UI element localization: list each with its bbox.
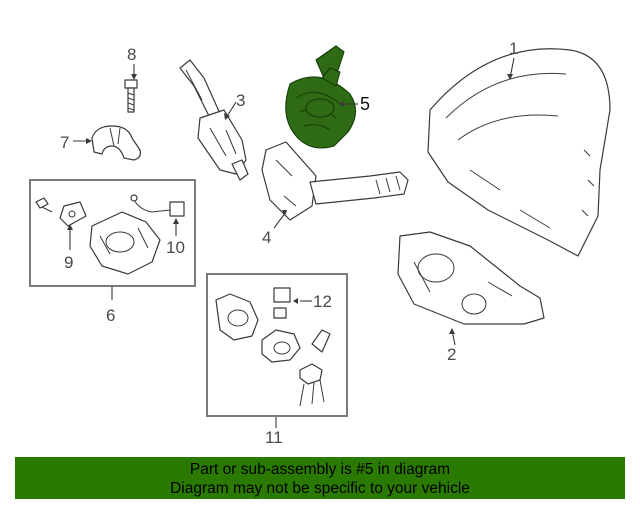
callout-5: 5 — [360, 94, 370, 114]
assembly-box-6 — [29, 179, 196, 287]
part-6-lock-housing[interactable] — [89, 211, 161, 275]
callout-7: 7 — [60, 133, 69, 152]
callout-4: 4 — [262, 228, 271, 247]
callout-1: 1 — [509, 39, 518, 58]
part-10-connector[interactable] — [130, 194, 185, 217]
part-8-bolt[interactable] — [124, 79, 138, 113]
callout-12: 12 — [313, 292, 332, 311]
part-2-lower-cover[interactable] — [397, 231, 545, 325]
part-5-clock-spring[interactable] — [285, 45, 357, 149]
callout-3: 3 — [236, 91, 245, 110]
part-12-switch-connector[interactable] — [273, 287, 291, 319]
part-3-combination-switch[interactable] — [179, 59, 249, 181]
assembly-box-11 — [206, 273, 348, 417]
info-banner: Part or sub-assembly is #5 in diagram Di… — [15, 457, 625, 499]
part-7-clip[interactable] — [91, 125, 141, 161]
parts-diagram: 8 7 3 5 1 4 — [29, 39, 611, 447]
part-1-upper-cover[interactable] — [427, 48, 611, 257]
banner-line-1: Part or sub-assembly is #5 in diagram — [189, 461, 451, 478]
part-4-light-switch[interactable] — [261, 141, 409, 221]
callout-10: 10 — [166, 238, 185, 257]
callout-11: 11 — [265, 428, 283, 447]
part-11-lock-cylinder[interactable] — [215, 293, 301, 363]
banner-line-2: Diagram may not be specific to your vehi… — [170, 480, 470, 497]
callout-9: 9 — [64, 253, 73, 272]
callout-8: 8 — [127, 45, 136, 64]
callout-2: 2 — [447, 345, 456, 364]
callout-6: 6 — [106, 306, 115, 325]
part-9-bracket[interactable] — [35, 197, 87, 227]
part-11-keys[interactable] — [299, 329, 331, 407]
